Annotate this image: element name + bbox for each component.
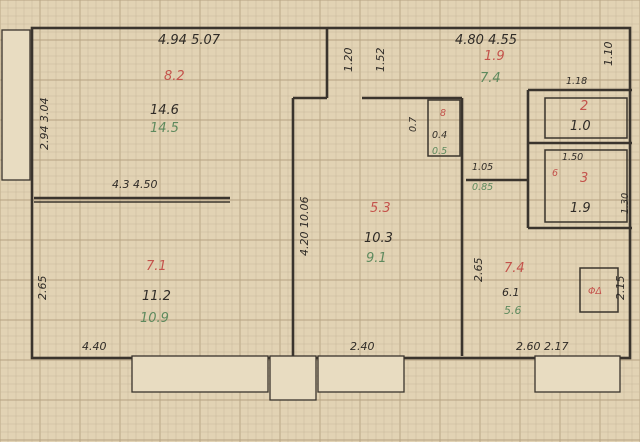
dim-bath-w: 1.18 — [566, 76, 587, 87]
window-bottom-right — [534, 355, 621, 393]
dim-mini-side: 1.30 — [620, 193, 631, 214]
room-top-left-area-old: 14.6 — [150, 103, 179, 118]
pantry-area-old: 0.4 — [432, 130, 447, 141]
dim-room1-side: 2.94 3.04 — [38, 98, 51, 150]
room-top-right-area: 7.4 — [480, 71, 501, 86]
windows — [1, 29, 621, 401]
stove — [579, 267, 619, 313]
dim-bottom-right: 2.60 2.17 — [516, 340, 568, 353]
wc-box — [544, 149, 628, 223]
dim-kitchen-side: 2.65 — [472, 258, 485, 283]
dim-hall-mid: 0.7 — [408, 117, 419, 132]
dim-room-right-side: 2.15 — [614, 276, 627, 301]
room-top-right-number: 1.9 — [484, 49, 505, 64]
room-bottom-left-area-new: 10.9 — [140, 311, 169, 326]
outer-wall — [30, 26, 632, 360]
dim-hall-top-1: 1.20 — [342, 48, 355, 73]
walls — [30, 26, 632, 360]
dim-top-right: 4.80 4.55 — [455, 33, 517, 48]
wc-area: 1.9 — [570, 201, 591, 216]
bath-area: 1.0 — [570, 119, 591, 134]
window-bottom-mid — [317, 355, 405, 393]
hall-number: 5.3 — [370, 201, 391, 216]
dim-bottom-mid: 2.40 — [350, 340, 375, 353]
dim-hall-top-2: 1.52 — [374, 48, 387, 73]
dim-hall-side: 4.20 10.06 — [298, 197, 311, 256]
room-bottom-left-area-old: 11.2 — [142, 289, 171, 304]
dim-corridor-v: 0.85 — [472, 182, 493, 193]
dim-bath-w2: 1.50 — [562, 152, 583, 163]
window-left — [1, 29, 31, 181]
pantry-number: 8 — [440, 108, 446, 119]
window-pier — [269, 355, 317, 401]
dim-mid-left: 4.3 4.50 — [112, 178, 157, 191]
dim-room2-side: 2.65 — [36, 276, 49, 301]
bath-number: 2 — [580, 99, 588, 114]
hall-area-new: 9.1 — [366, 251, 387, 266]
wc-number: 3 — [580, 171, 588, 186]
kitchen-area-old: 6.1 — [502, 286, 520, 299]
room-labels: 8.2 14.6 14.5 7.1 11.2 10.9 5.3 10.3 9.1… — [140, 49, 602, 326]
room-top-left-area-new: 14.5 — [150, 121, 179, 136]
wc-side-mark: 6 — [552, 168, 558, 179]
dim-top-left: 4.94 5.07 — [158, 33, 221, 48]
dim-bottom-left: 4.40 — [82, 340, 107, 353]
pantry-box — [427, 99, 461, 157]
room-top-left-number: 8.2 — [164, 69, 185, 84]
kitchen-number: 7.4 — [504, 261, 525, 276]
dim-right-top: 1.10 — [602, 42, 615, 67]
bath-tub — [544, 97, 628, 139]
pantry-area-new: 0.5 — [432, 146, 447, 157]
stove-label: ΦΔ — [588, 286, 602, 297]
kitchen-area-new: 5.6 — [504, 304, 522, 317]
dimensions: 4.94 5.07 4.80 4.55 4.3 4.50 1.20 1.52 4… — [36, 33, 631, 353]
window-bottom-left — [131, 355, 269, 393]
hall-area-old: 10.3 — [364, 231, 393, 246]
dim-corridor-w: 1.05 — [472, 162, 493, 173]
room-bottom-left-number: 7.1 — [146, 259, 167, 274]
